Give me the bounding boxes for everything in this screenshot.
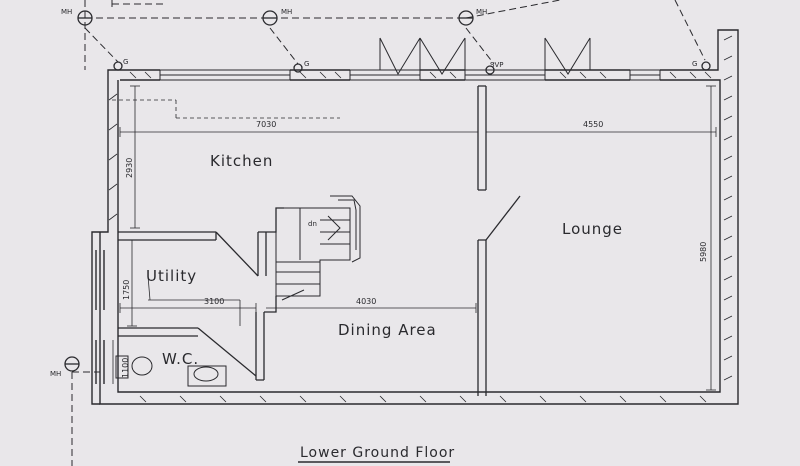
utility-label: Utility [146, 267, 197, 285]
manhole-tag-1: MH [61, 8, 72, 16]
manhole-tag-4: MH [50, 370, 61, 378]
manhole-tag-3: MH [476, 8, 487, 16]
rear-doors-right [419, 37, 591, 81]
plan-title: Lower Ground Floor [300, 445, 455, 461]
utility-depth-dimension: 1750 [122, 280, 131, 300]
kitchen-window [159, 69, 291, 81]
manhole-markers [64, 10, 474, 372]
utility-width-dimension: 3100 [204, 297, 224, 306]
kitchen-width-dimension: 7030 [256, 120, 276, 129]
gully-markers [113, 61, 711, 75]
staircase [275, 195, 361, 301]
section-marker-lines [112, 99, 340, 119]
wc-fixtures [115, 355, 227, 387]
lounge-width-dimension: 4550 [583, 120, 603, 129]
gully-tag-1: G [123, 58, 128, 66]
dimension-lines [112, 85, 717, 391]
dining-width-dimension: 4030 [356, 297, 376, 306]
dining-area-label: Dining Area [338, 321, 437, 339]
stair-down-label: dn [308, 220, 317, 228]
svp-tag: SVP [490, 61, 503, 69]
kitchen-depth-dimension: 2930 [125, 158, 134, 178]
drainage-runs [71, 0, 706, 466]
internal-walls [118, 85, 521, 396]
rear-doors-left [349, 37, 421, 81]
kitchen-label: Kitchen [210, 152, 273, 170]
lounge-label: Lounge [562, 220, 623, 238]
gully-tag-2: G [304, 60, 309, 68]
wc-depth-dimension: 1100 [121, 358, 130, 378]
manhole-tag-2: MH [281, 8, 292, 16]
lounge-window [629, 69, 661, 81]
external-walls [91, 29, 739, 405]
lounge-depth-dimension: 5980 [699, 242, 708, 262]
wc-label: W.C. [162, 350, 199, 368]
gully-tag-3: G [692, 60, 697, 68]
